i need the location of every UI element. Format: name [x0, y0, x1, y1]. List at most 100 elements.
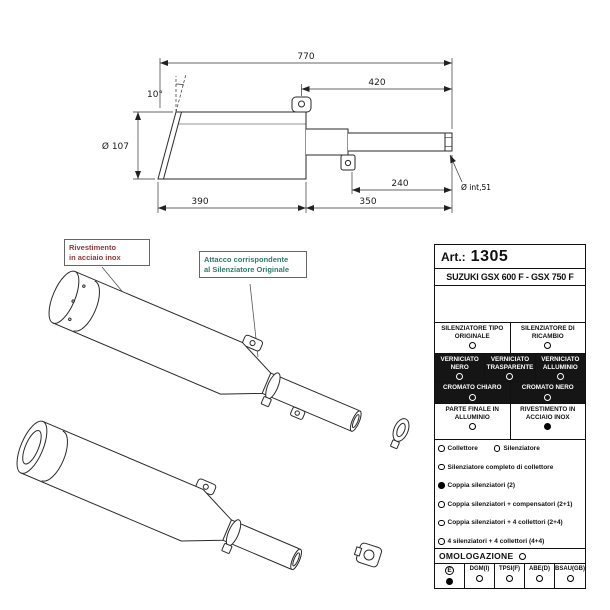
kit-options-list: Collettore Silenziatore Silenziatore com… [435, 440, 585, 548]
muffler-perspective-lower [16, 420, 303, 571]
radio-silenziatore[interactable] [493, 445, 501, 452]
radio-homologation-e[interactable] [446, 578, 453, 585]
mount-bracket-hole [298, 100, 305, 108]
option-label: Coppia silenziatori + 4 collettori (2+4) [447, 519, 563, 527]
radio-tipo-originale[interactable] [468, 342, 476, 349]
cell-verniciato-nero: VERNICIATO NERO [435, 354, 486, 381]
radio-parte-finale-alluminio[interactable] [468, 423, 476, 430]
cell-label: SILENZIATORE TIPO ORIGINALE [441, 325, 504, 340]
panel-spacer [435, 286, 585, 322]
model-name: SUZUKI GSX 600 F - GSX 750 F [435, 269, 585, 286]
callout-coating-line1: Rivestimento [69, 243, 117, 252]
dim-body-length: 390 [191, 197, 208, 207]
kit-option-line: Coppia silenziatori (2) [438, 482, 582, 489]
homologation-cell-abe: ABE(D) [525, 564, 555, 588]
radio-coppia-silenziatori[interactable] [438, 482, 445, 489]
option-silenziatore: Silenziatore [493, 445, 540, 452]
radio-coppia-compensatori[interactable] [438, 501, 445, 508]
article-label: Art.: [441, 250, 466, 264]
option-label: Collettore [447, 445, 478, 452]
hanger-bracket-hole [344, 159, 352, 167]
inlet-sleeve [306, 128, 349, 156]
muffler-seam-arc [73, 280, 100, 332]
cell-label: SILENZIATORE DI RICAMBIO [520, 325, 575, 340]
option-coppia-silenziatori: Coppia silenziatori (2) [438, 482, 515, 489]
option-coppia-compensatori: Coppia silenziatori + compensatori (2+1) [438, 501, 572, 508]
option-collettore: Collettore [438, 445, 478, 452]
end-cap-seam [163, 111, 182, 180]
cell-silenziatore-di-ricambio: SILENZIATORE DI RICAMBIO [511, 323, 586, 353]
cell-label: PARTE FINALE IN ALLUMINIO [445, 406, 499, 421]
muffler-body [157, 111, 307, 180]
homologation-header: OMOLOGAZIONE [435, 548, 585, 563]
homologation-label: TPSI(F) [499, 566, 520, 572]
radio-rivestimento-inox[interactable] [544, 423, 552, 430]
callout-attachment: Attacco corrispondente al Silenziatore O… [199, 251, 307, 278]
cell-cromato-chiaro: CROMATO CHIARO [435, 382, 511, 403]
clamp-bolt [221, 543, 233, 554]
muffler-pipe-lines [261, 372, 360, 432]
radio-di-ricambio[interactable] [544, 342, 552, 349]
option-label: Coppia silenziatori + compensatori (2+1) [447, 500, 573, 508]
pipe-mouth [290, 548, 303, 571]
cell-label: RIVESTIMENTO IN ACCIAIO INOX [520, 406, 576, 421]
option-label: Silenziatore completo di collettore [447, 463, 554, 471]
homologation-label: BSAU(GB) [555, 566, 585, 572]
radio-silenziatore-completo[interactable] [438, 463, 445, 471]
radio-omologazione[interactable] [519, 552, 527, 560]
cell-verniciato-trasparente: VERNICIATO TRASPARENTE [485, 354, 536, 381]
option-4-silenziatori: 4 silenziatori + 4 collettori (4+4) [438, 538, 544, 545]
homologation-cell-dgm: DGM(I) [465, 564, 495, 588]
radio-4-silenziatori[interactable] [438, 538, 445, 545]
homologation-title: OMOLOGAZIONE [439, 551, 514, 561]
pipe-mouth-inner [351, 414, 360, 429]
cell-rivestimento-inox: RIVESTIMENTO IN ACCIAIO INOX [511, 404, 586, 439]
kit-option-line: Collettore Silenziatore [438, 445, 582, 452]
muffler-top-bracket-hole [249, 340, 256, 347]
radio-homologation-dgm[interactable] [476, 575, 483, 582]
cell-silenziatore-tipo-originale: SILENZIATORE TIPO ORIGINALE [435, 323, 511, 353]
kit-option-line: Coppia silenziatori + 4 collettori (2+4) [438, 519, 582, 526]
dim-angle: 10° [147, 90, 163, 100]
dim-inlet-diameter: Ø int,51 [461, 183, 491, 192]
hanger-bracket [340, 154, 356, 171]
radio-collettore[interactable] [438, 445, 445, 452]
muffler-top-bracket [242, 334, 263, 352]
kit-option-line: 4 silenziatori + 4 collettori (4+4) [438, 538, 582, 545]
pipe-hanger-hole [294, 410, 300, 416]
clamp-bolt [260, 396, 272, 408]
cell-label: VERNICIATO NERO [440, 356, 479, 371]
homologation-cell-e: E [435, 564, 465, 588]
radio-verniciato-alluminio[interactable] [556, 373, 564, 380]
e-mark-icon: E [445, 566, 454, 575]
loose-clamp-upper [390, 418, 410, 450]
muffler-perspective-upper [48, 270, 362, 432]
dim-total-length: 770 [297, 52, 314, 62]
option-label: Silenziatore [503, 445, 540, 452]
cell-label: VERNICIATO TRASPARENTE [486, 356, 534, 371]
radio-cromato-nero[interactable] [544, 393, 552, 401]
homologation-cell-tpsi: TPSI(F) [495, 564, 525, 588]
radio-verniciato-nero[interactable] [456, 373, 464, 380]
inlet-pipe [348, 132, 453, 152]
cell-parte-finale-alluminio: PARTE FINALE IN ALLUMINIO [435, 404, 511, 439]
cell-label: CROMATO NERO [521, 384, 574, 391]
chrome-row: CROMATO CHIARO CROMATO NERO [435, 381, 585, 403]
dim-body-diameter: Ø 107 [102, 141, 129, 152]
side-view-muffler [157, 96, 453, 180]
cell-label: VERNICIATO ALLUMINIO [541, 356, 580, 371]
mount-bracket [291, 96, 312, 113]
kit-option-line: Silenziatore completo di collettore [438, 464, 582, 471]
paint-finish-row: VERNICIATO NERO VERNICIATO TRASPARENTE V… [435, 353, 585, 381]
radio-homologation-abe[interactable] [536, 575, 543, 582]
muffler-end-cap-inner [22, 429, 42, 465]
radio-homologation-bsau[interactable] [566, 575, 574, 582]
radio-coppia-4-collettori[interactable] [438, 519, 445, 527]
radio-cromato-chiaro[interactable] [468, 393, 476, 401]
radio-verniciato-trasparente[interactable] [506, 373, 514, 380]
homologation-cell-bsau: BSAU(GB) [555, 564, 585, 588]
article-number: 1305 [470, 248, 509, 265]
material-row: PARTE FINALE IN ALLUMINIO RIVESTIMENTO I… [435, 403, 585, 440]
radio-homologation-tpsi[interactable] [506, 575, 513, 582]
callout-attachment-line2: al Silenziatore Originale [204, 264, 290, 274]
